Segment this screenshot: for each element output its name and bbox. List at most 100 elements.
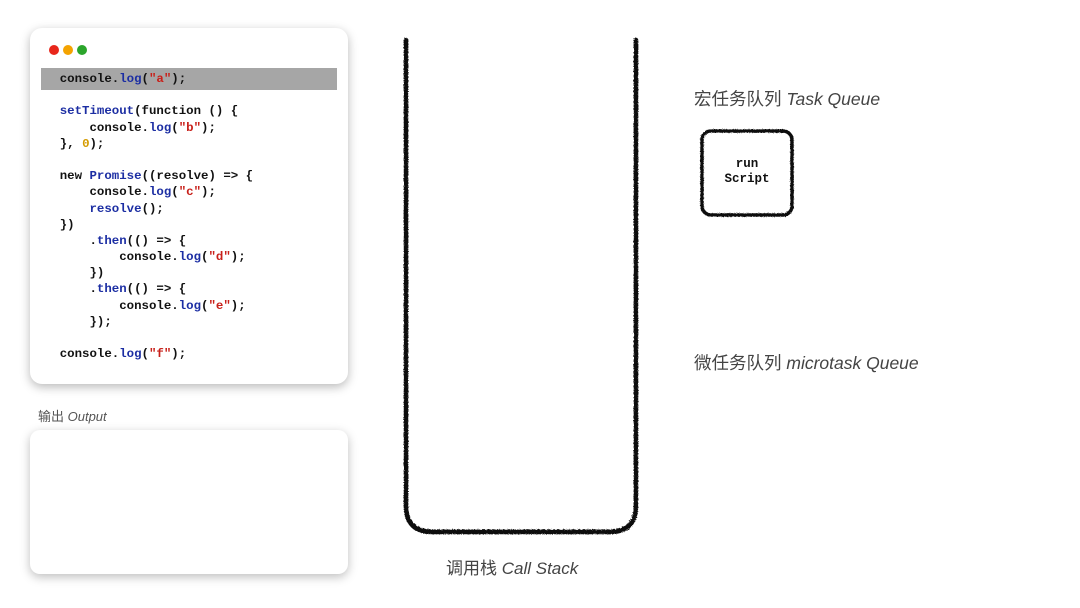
code-token: log: [119, 72, 142, 86]
window-controls: [49, 45, 87, 55]
code-token: log: [178, 298, 202, 313]
code-token: }): [30, 266, 105, 281]
code-token: (: [201, 298, 209, 313]
code-line: console.log("a");: [30, 71, 348, 87]
code-token: log: [119, 347, 142, 362]
code-line: }): [30, 217, 348, 233]
code-token: (: [201, 250, 209, 265]
code-line: .then(() => {: [30, 281, 348, 297]
task-queue-label: 宏任务队列 Task Queue: [694, 86, 880, 111]
code-token: });: [30, 314, 112, 329]
code-line: console.log("f");: [30, 346, 348, 362]
code-token: setTimeout: [59, 104, 135, 119]
microtask-queue-bottom-line: [694, 492, 1050, 496]
code-line: setTimeout(function () {: [30, 103, 348, 119]
minimize-dot[interactable]: [63, 45, 73, 55]
microtask-queue-label-cn: 微任务队列: [694, 353, 787, 373]
code-line: }): [30, 265, 348, 281]
microtask-queue-label: 微任务队列 microtask Queue: [694, 350, 919, 375]
code-token: console.: [30, 72, 120, 86]
code-token: (() => {: [126, 233, 187, 248]
task-item-line1: run: [735, 157, 759, 171]
code-block: console.log("a"); setTimeout(function ()…: [30, 71, 348, 362]
code-token: );: [230, 298, 246, 313]
close-dot[interactable]: [49, 45, 59, 55]
task-item-box: [700, 129, 794, 217]
code-token: "c": [178, 185, 202, 200]
code-token: "f": [148, 347, 172, 362]
task-queue-bottom-line: [694, 229, 1050, 233]
task-queue-top-line: [694, 113, 1050, 117]
output-panel: [30, 430, 348, 574]
code-token: console.: [30, 298, 179, 313]
call-stack-label-cn: 调用栈: [446, 559, 502, 578]
code-token: .: [30, 282, 97, 297]
code-token: "e": [208, 298, 231, 313]
code-token: ((resolve) => {: [141, 169, 254, 184]
code-line: [30, 87, 348, 103]
task-queue-label-en: Task Queue: [786, 89, 881, 109]
code-token: (() => {: [126, 282, 187, 297]
code-token: console.: [30, 185, 149, 200]
code-line: [30, 330, 348, 346]
code-token: }): [30, 217, 75, 232]
output-label: 输出 Output: [38, 406, 107, 425]
code-line: console.log("c");: [30, 184, 348, 200]
code-token: (function () {: [134, 104, 239, 119]
code-token: "d": [208, 250, 231, 265]
task-queue-label-cn: 宏任务队列: [694, 89, 787, 109]
code-token: (: [171, 185, 179, 200]
code-window: console.log("a"); setTimeout(function ()…: [30, 28, 348, 384]
current-line-highlight: [41, 68, 337, 90]
microtask-queue-top-line: [694, 377, 1050, 381]
code-token: );: [230, 250, 246, 265]
call-stack-outline: [403, 37, 639, 535]
code-token: console.: [30, 347, 120, 362]
code-token: console.: [30, 250, 179, 265]
code-token: log: [148, 185, 172, 200]
code-line: [30, 152, 348, 168]
code-token: );: [171, 72, 187, 86]
code-line: });: [30, 314, 348, 330]
code-token: );: [201, 120, 216, 135]
code-token: then: [96, 233, 127, 248]
task-item-run-script: run Script: [698, 157, 796, 187]
code-token: 0: [82, 136, 90, 151]
call-stack-label: 调用栈 Call Stack: [446, 554, 578, 579]
code-token: );: [89, 136, 105, 151]
code-token: Promise: [89, 169, 142, 184]
code-token: resolve: [89, 201, 142, 216]
code-token: ();: [141, 201, 164, 216]
code-token: new: [30, 169, 90, 184]
code-token: log: [178, 250, 202, 265]
code-line: console.log("d");: [30, 249, 348, 265]
code-token: },: [30, 136, 83, 151]
code-token: "b": [178, 120, 202, 135]
output-label-en: Output: [67, 409, 107, 424]
code-line: .then(() => {: [30, 233, 348, 249]
call-stack-container: [403, 37, 639, 535]
code-token: console.: [30, 120, 149, 135]
code-line: resolve();: [30, 201, 348, 217]
code-token: then: [96, 282, 127, 297]
code-token: );: [171, 347, 187, 362]
microtask-queue-label-en: microtask Queue: [786, 353, 919, 373]
code-token: (: [171, 120, 179, 135]
code-token: [30, 104, 60, 118]
code-token: (: [141, 72, 149, 86]
code-token: log: [148, 120, 172, 135]
code-line: new Promise((resolve) => {: [30, 168, 348, 184]
maximize-dot[interactable]: [77, 45, 87, 55]
code-line: console.log("e");: [30, 298, 348, 314]
code-token: );: [201, 185, 216, 200]
code-token: [30, 202, 90, 216]
task-item-line2: Script: [724, 172, 770, 186]
call-stack-label-en: Call Stack: [501, 559, 579, 578]
code-line: }, 0);: [30, 136, 348, 152]
output-label-cn: 输出: [38, 409, 68, 424]
code-token: (: [141, 347, 149, 362]
code-token: "a": [148, 72, 172, 86]
code-line: console.log("b");: [30, 120, 348, 136]
code-token: .: [30, 233, 97, 248]
